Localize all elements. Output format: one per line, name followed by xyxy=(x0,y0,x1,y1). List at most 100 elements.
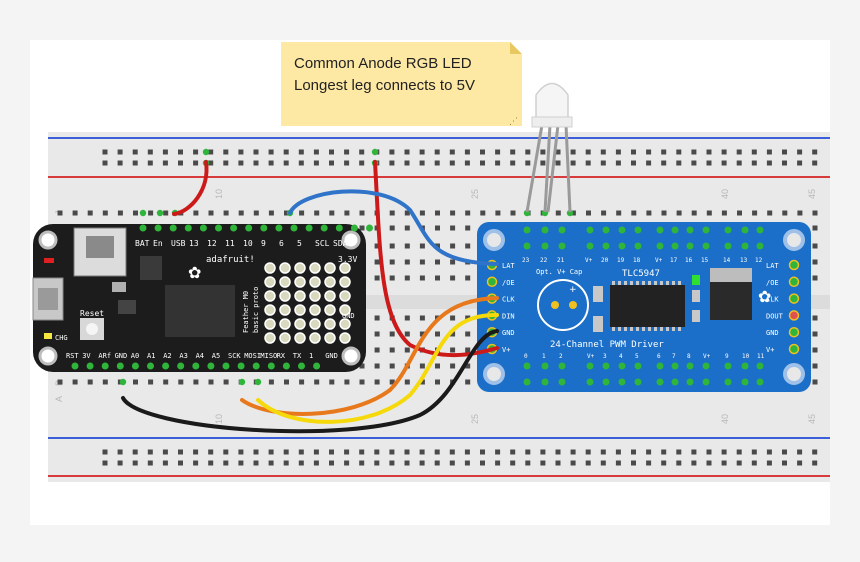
red-led xyxy=(44,258,54,263)
connected-hole-marker xyxy=(254,378,262,386)
breadboard-hole xyxy=(465,243,471,249)
breadboard-hole xyxy=(419,331,425,337)
mount-hole xyxy=(483,363,505,385)
rail-hole xyxy=(117,149,123,155)
rail-hole xyxy=(480,149,485,155)
rail-hole xyxy=(480,160,485,166)
rail-hole xyxy=(525,460,531,466)
driver-pin xyxy=(788,259,800,271)
driver-pin-label: DOUT xyxy=(766,312,784,320)
rail-hole xyxy=(585,449,591,455)
reset-label: Reset xyxy=(80,309,104,318)
channel-label: 1 xyxy=(542,353,546,360)
channel-label: 14 xyxy=(723,257,731,264)
rail-hole xyxy=(102,160,108,166)
breadboard-hole xyxy=(359,210,365,216)
proto-hole xyxy=(279,318,291,330)
header-pin xyxy=(169,224,177,232)
rail-hole xyxy=(419,149,425,155)
breadboard-hole xyxy=(812,315,818,321)
breadboard-hole xyxy=(193,210,199,216)
rail-hole xyxy=(208,460,214,466)
feather-pin-label: MOSI xyxy=(244,352,261,360)
breadboard-hole xyxy=(555,210,561,216)
feather-pin-label: A2 xyxy=(163,352,171,360)
driver-pin xyxy=(788,326,800,338)
rail-hole xyxy=(782,449,787,455)
header-pin xyxy=(184,224,192,232)
breadboard-hole xyxy=(193,379,199,385)
channel-pin xyxy=(602,362,610,370)
reset-button-cap[interactable] xyxy=(86,323,98,335)
chip-leg xyxy=(678,327,681,331)
feather-pin-label: SDA xyxy=(333,239,348,248)
channel-label: 5 xyxy=(635,353,639,360)
channel-pin xyxy=(541,378,549,386)
driver-title: 24-Channel PWM Driver xyxy=(550,340,664,350)
breadboard-hole xyxy=(389,210,395,216)
rail-hole xyxy=(631,149,636,155)
breadboard-hole xyxy=(570,210,576,216)
proto-hole xyxy=(324,276,336,288)
rail-hole xyxy=(449,149,455,155)
breadboard-hole xyxy=(404,243,410,249)
rail-hole xyxy=(751,460,757,466)
channel-pin xyxy=(602,242,610,250)
channel-pin xyxy=(586,362,594,370)
rail-hole xyxy=(615,449,621,455)
feather-name-2: basic proto xyxy=(252,287,260,333)
rail-hole xyxy=(132,149,138,155)
feather-bottom-header xyxy=(71,362,321,370)
driver-pin xyxy=(486,276,498,288)
channel-label: 23 xyxy=(522,257,530,264)
rail-hole xyxy=(691,460,697,466)
row-letter: A xyxy=(54,396,64,402)
rail-hole xyxy=(646,149,652,155)
rail-hole xyxy=(283,149,289,155)
rail-hole xyxy=(178,149,183,155)
channel-label: 20 xyxy=(601,257,609,264)
header-pin xyxy=(267,362,275,370)
rail-hole xyxy=(178,449,183,455)
rail-hole xyxy=(570,460,576,466)
driver-pin-label: V+ xyxy=(502,346,510,354)
col-num: 10 xyxy=(214,414,224,424)
feather-pin-label: MISO xyxy=(260,352,277,360)
resistor xyxy=(593,316,603,332)
breadboard-hole xyxy=(374,331,380,337)
channel-pin xyxy=(741,242,749,250)
header-pin xyxy=(290,224,298,232)
breadboard-hole xyxy=(435,225,440,231)
rail-hole xyxy=(480,449,485,455)
breadboard-hole xyxy=(208,379,214,385)
breadboard-hole xyxy=(359,363,365,369)
rail-hole xyxy=(510,449,516,455)
proto-hole xyxy=(279,304,291,316)
feather-pin-label: 5 xyxy=(297,239,302,248)
rail-hole xyxy=(736,460,742,466)
capacitor-pad xyxy=(551,301,559,309)
rail-hole xyxy=(495,449,501,455)
proto-hole xyxy=(339,304,351,316)
channel-label: 11 xyxy=(757,353,765,360)
channel-pin xyxy=(523,242,531,250)
rail-hole xyxy=(721,149,727,155)
rail-hole xyxy=(540,149,546,155)
channel-pin xyxy=(523,378,531,386)
rail-hole xyxy=(691,449,697,455)
yellow-wire-din xyxy=(256,312,499,424)
proto-hole xyxy=(324,262,336,274)
rail-hole xyxy=(464,460,470,466)
black-wire-gnd xyxy=(121,329,499,434)
rail-hole xyxy=(646,160,652,166)
breadboard-hole xyxy=(57,210,63,216)
channel-pin xyxy=(671,378,679,386)
header-pin xyxy=(260,224,268,232)
resize-grip-icon[interactable]: ⋰ xyxy=(509,117,518,127)
rail-hole xyxy=(600,160,606,166)
channel-label: 9 xyxy=(725,353,729,360)
rail-hole xyxy=(208,149,214,155)
rail-hole xyxy=(268,149,274,155)
rail-hole xyxy=(238,160,244,166)
